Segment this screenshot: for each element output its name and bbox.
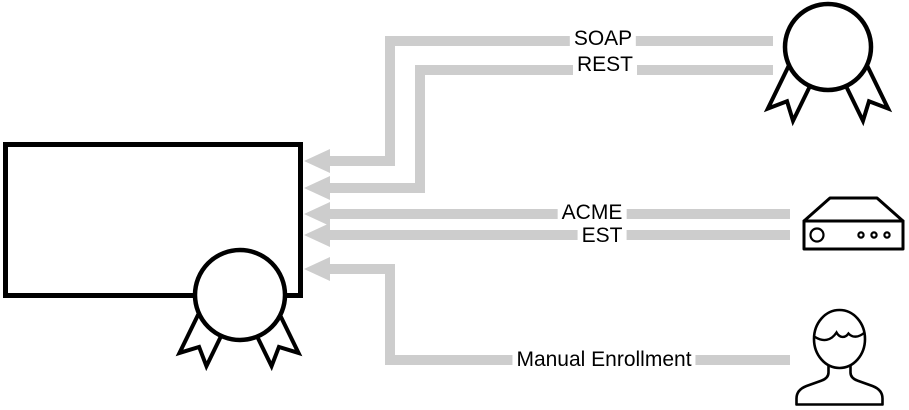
arrowhead-left-icon (304, 176, 330, 200)
connection-label-manual-enrollment: Manual Enrollment (512, 348, 696, 372)
award-circle (782, 1, 874, 93)
award-ribbon-icon (763, 1, 893, 127)
arrowhead-left-icon (304, 257, 330, 281)
person-shoulders (795, 360, 884, 406)
appliance-led (857, 231, 865, 239)
arrowhead-left-icon (304, 149, 330, 173)
connector-est (304, 223, 790, 247)
appliance-port (809, 227, 825, 243)
connector-manual-line (329, 264, 790, 365)
appliance-front-panel (802, 219, 905, 251)
connector-rest (304, 65, 773, 200)
certificate-box (3, 142, 303, 298)
arrowhead-left-icon (304, 223, 330, 247)
certificate-seal-icon (3, 142, 303, 372)
server-appliance-icon (798, 168, 909, 270)
connection-label-acme: ACME (557, 201, 627, 225)
arrowhead-left-icon (304, 202, 330, 226)
appliance-led (870, 231, 878, 239)
connector-soap (304, 36, 773, 173)
person-icon (795, 308, 884, 406)
connector-rest-line (329, 65, 773, 193)
connector-acme (304, 202, 790, 226)
appliance-led (883, 231, 891, 239)
connector-soap-line (329, 36, 773, 166)
connection-label-est: EST (577, 224, 627, 248)
seal-circle (192, 247, 288, 343)
connection-label-rest: REST (572, 53, 638, 77)
person-head (812, 308, 867, 370)
connector-manual-enrollment (304, 257, 790, 365)
connection-label-soap: SOAP (569, 27, 637, 51)
person-hair-line (813, 330, 866, 342)
